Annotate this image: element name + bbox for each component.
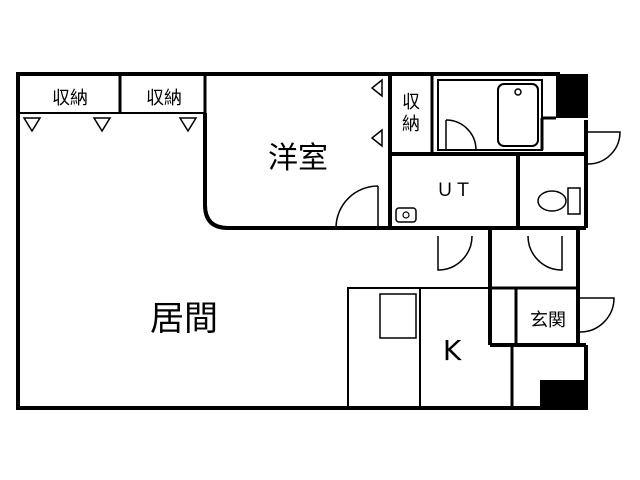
label-kitchen: K (443, 334, 462, 367)
doors (335, 119, 621, 333)
label-entrance: 玄関 (530, 310, 566, 331)
label-living: 居間 (150, 299, 218, 339)
corridor-walls (488, 228, 586, 408)
western-room-walls (203, 74, 392, 230)
label-storage-3b: 納 (402, 114, 420, 135)
small-storage (390, 74, 434, 156)
room-labels: 収納 収納 収 納 洋室 ＵＴ 居間 K 玄関 (52, 88, 566, 367)
label-storage-2: 収納 (146, 88, 182, 109)
storage-closets (18, 74, 207, 133)
label-storage-1: 収納 (52, 88, 88, 109)
column-top-right (556, 74, 588, 118)
bathroom (432, 79, 586, 156)
column-bottom-right (540, 380, 588, 410)
kitchen-counter (347, 287, 490, 409)
label-western-room: 洋室 (268, 141, 328, 176)
outer-walls (16, 72, 588, 410)
toilet-fixture (537, 187, 581, 215)
label-storage-3: 収 (402, 92, 420, 113)
label-unit-toilet: ＵＴ (436, 180, 472, 201)
